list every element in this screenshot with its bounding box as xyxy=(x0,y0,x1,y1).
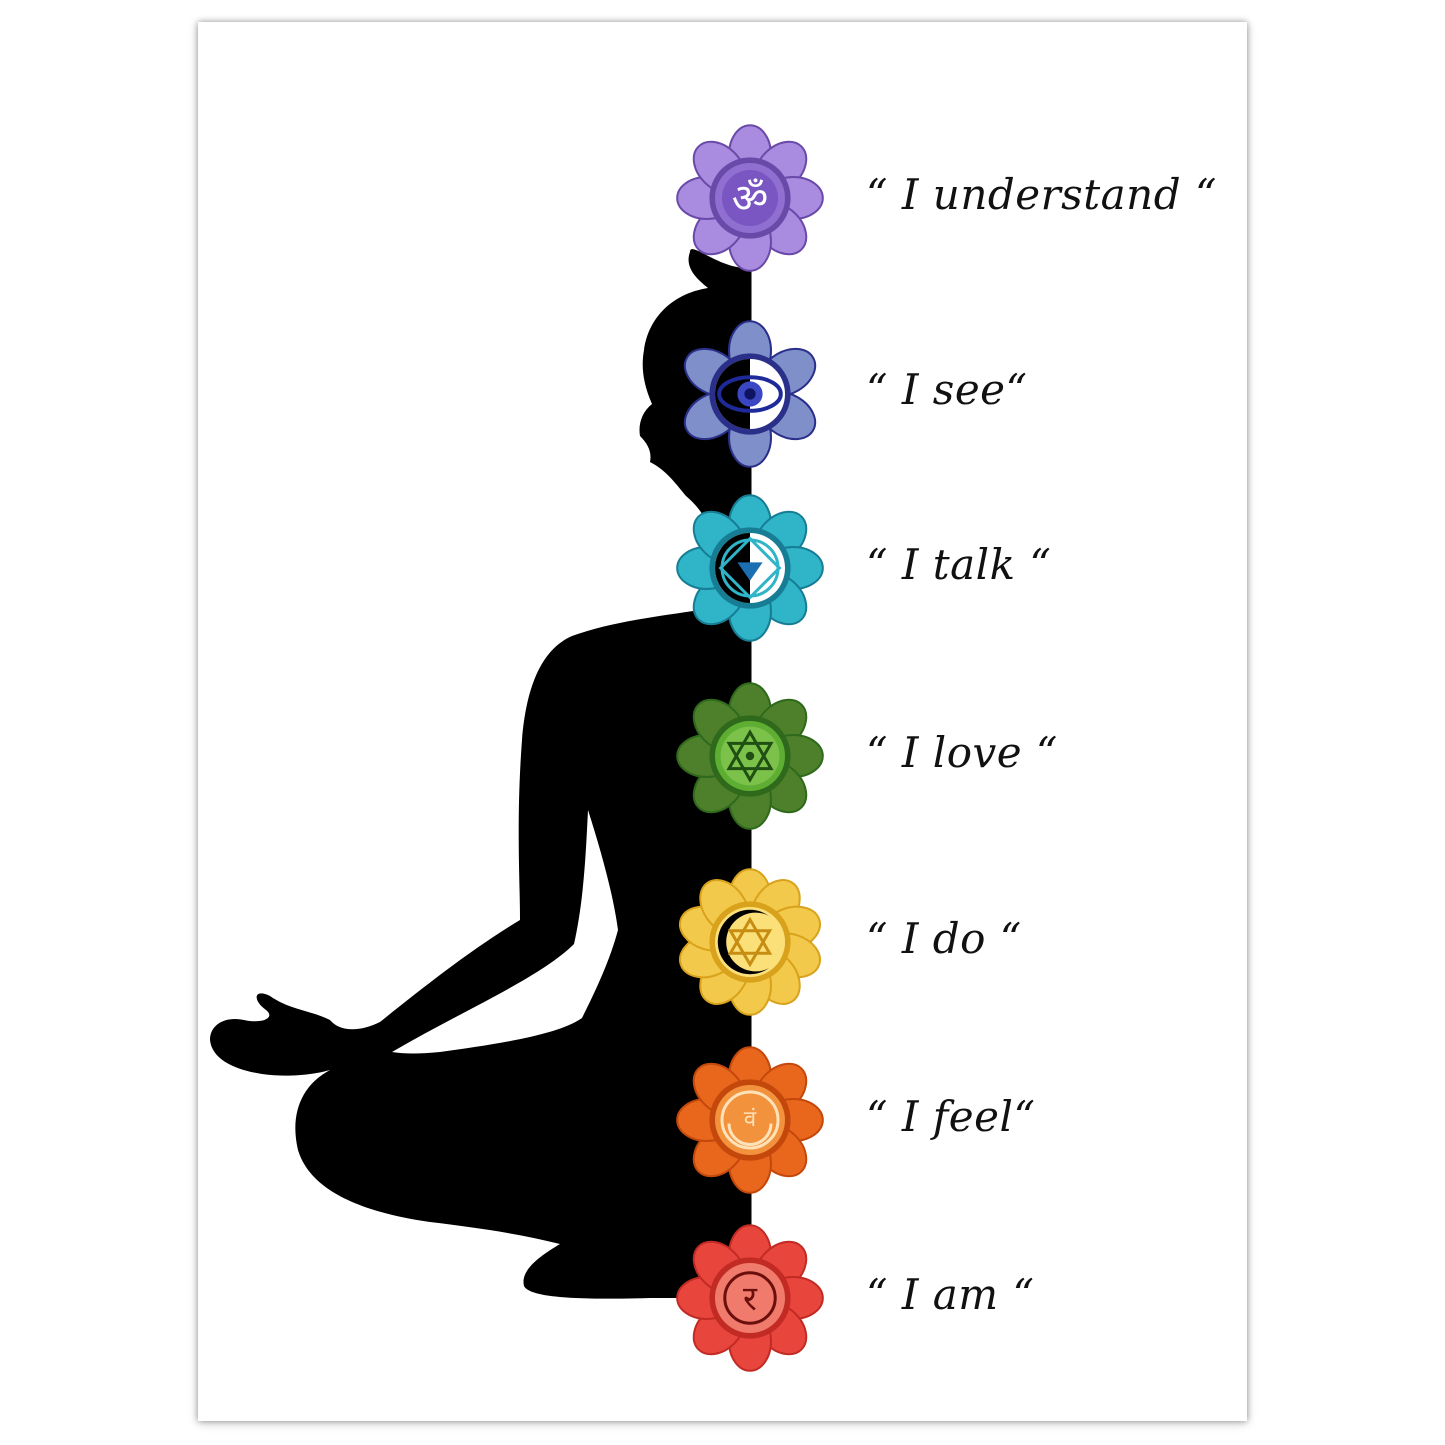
chakra-core-inner xyxy=(722,170,778,226)
eye-pupil xyxy=(744,388,756,400)
center-dot xyxy=(745,751,755,761)
down-triangle xyxy=(726,741,774,783)
affirmation-third-eye: “ I see“ xyxy=(866,365,1028,414)
eye-outline xyxy=(717,375,783,413)
up-triangle xyxy=(727,916,773,955)
down-triangle xyxy=(737,562,763,581)
crescent-sacral-chakra-icon: वं xyxy=(676,1046,824,1194)
inner-circle xyxy=(723,1271,777,1325)
inner-circle xyxy=(720,1090,780,1150)
up-triangle xyxy=(726,729,774,771)
ra-symbol: र xyxy=(743,1279,758,1319)
eye-third-eye-chakra-icon xyxy=(683,320,817,468)
ra-root-chakra-icon: र xyxy=(676,1224,824,1372)
affirmation-root: “ I am “ xyxy=(866,1270,1035,1319)
affirmation-solar-plexus: “ I do “ xyxy=(866,914,1022,963)
half-dark xyxy=(715,533,750,603)
star-solar-plexus-chakra-icon xyxy=(679,868,821,1016)
chakra-stack: ॐ वं र xyxy=(676,124,824,1372)
affirmation-sacral: “ I feel“ xyxy=(866,1092,1036,1141)
om-crown-chakra-icon: ॐ xyxy=(676,124,824,272)
crescent xyxy=(727,1123,773,1146)
affirmation-crown: “ I understand “ xyxy=(866,170,1217,219)
silhouette-body xyxy=(210,249,750,1299)
affirmation-heart: “ I love “ xyxy=(866,728,1058,777)
om-symbol: ॐ xyxy=(732,176,768,222)
vam-symbol: वं xyxy=(744,1107,757,1132)
star-heart-chakra-icon xyxy=(676,682,824,830)
crescent-cut xyxy=(726,912,785,972)
down-triangle xyxy=(727,929,773,968)
triangle-throat-chakra-icon xyxy=(676,494,824,642)
diamond xyxy=(718,536,782,600)
meditating-silhouette xyxy=(210,249,750,1299)
affirmation-throat: “ I talk “ xyxy=(866,540,1052,589)
